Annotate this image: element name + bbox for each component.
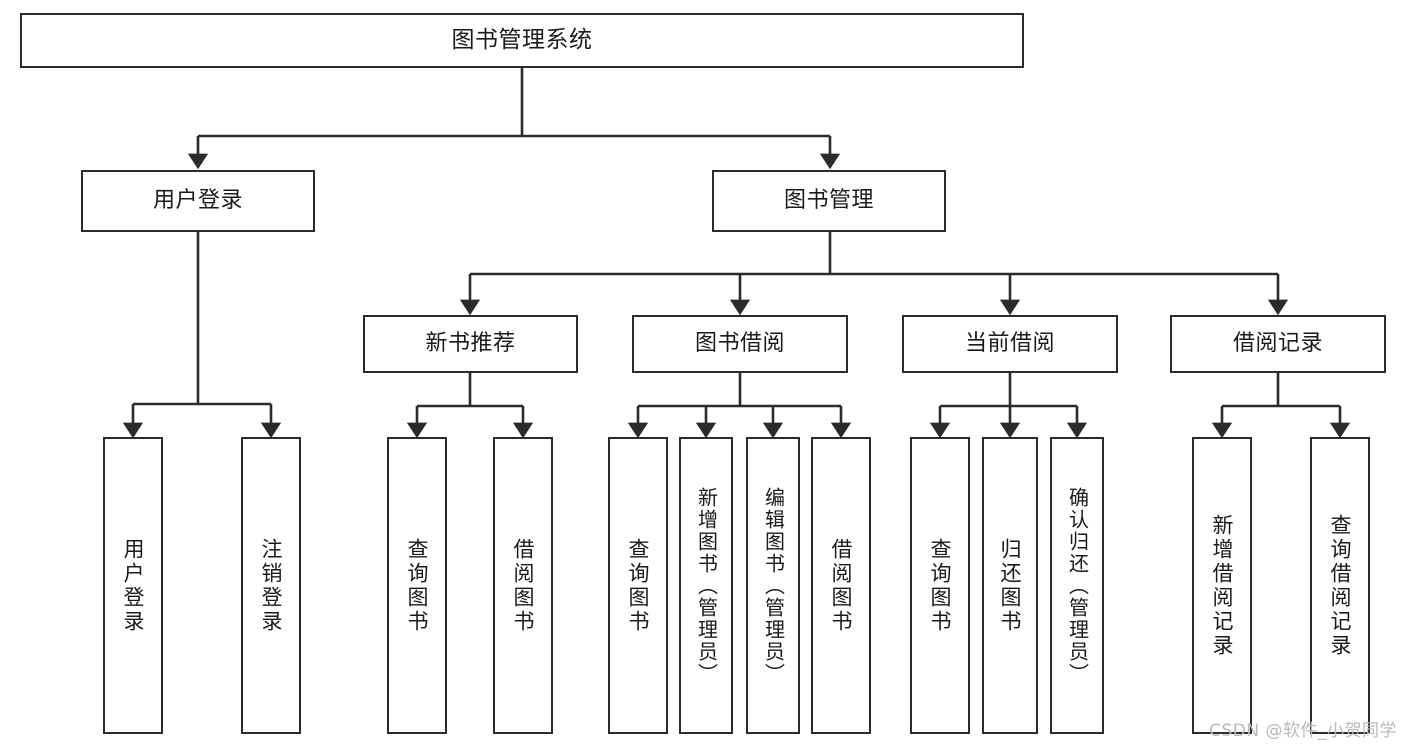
node-new-book-recommend[interactable]: 新书推荐 (363, 315, 578, 373)
node-leaf-query-book-3[interactable]: 查询图书 (910, 437, 970, 734)
csdn-watermark: CSDN @软件_小贺同学 (1209, 721, 1397, 741)
node-label: 当前借阅 (964, 331, 1055, 357)
node-leaf-user-login[interactable]: 用户登录 (103, 437, 163, 734)
node-leaf-edit-book[interactable]: 编辑图书（管理员） (746, 437, 800, 734)
node-leaf-borrow-book-2[interactable]: 借阅图书 (811, 437, 871, 734)
node-leaf-query-book-1[interactable]: 查询图书 (387, 437, 447, 734)
node-label: 借阅记录 (1232, 331, 1323, 357)
node-label: 新书推荐 (425, 331, 516, 357)
node-leaf-add-book[interactable]: 新增图书（管理员） (679, 437, 733, 734)
node-label: 图书管理 (783, 188, 874, 214)
node-leaf-logout-login[interactable]: 注销登录 (241, 437, 301, 734)
node-leaf-query-book-2[interactable]: 查询图书 (608, 437, 668, 734)
node-label: 编辑图书（管理员） (761, 486, 786, 685)
node-label: 用户登录 (121, 537, 146, 634)
node-label: 新增图书（管理员） (694, 486, 719, 685)
node-leaf-confirm-return[interactable]: 确认归还（管理员） (1050, 437, 1104, 734)
node-label: 查询图书 (928, 537, 953, 634)
node-user-login[interactable]: 用户登录 (81, 170, 315, 232)
node-label: 新增借阅记录 (1210, 513, 1235, 658)
node-current-borrow[interactable]: 当前借阅 (902, 315, 1118, 373)
node-root-system[interactable]: 图书管理系统 (20, 13, 1024, 68)
node-label: 用户登录 (152, 188, 243, 214)
node-label: 确认归还（管理员） (1065, 486, 1090, 685)
node-leaf-query-record[interactable]: 查询借阅记录 (1310, 437, 1370, 734)
node-label: 注销登录 (259, 537, 284, 634)
node-leaf-add-record[interactable]: 新增借阅记录 (1192, 437, 1252, 734)
node-leaf-borrow-book-1[interactable]: 借阅图书 (493, 437, 553, 734)
node-label: 查询图书 (626, 537, 651, 634)
node-label: 图书借阅 (694, 331, 785, 357)
node-leaf-return-book[interactable]: 归还图书 (982, 437, 1038, 734)
node-book-borrow[interactable]: 图书借阅 (632, 315, 848, 373)
node-book-manage[interactable]: 图书管理 (712, 170, 946, 232)
node-label: 查询图书 (405, 537, 430, 634)
node-label: 归还图书 (998, 537, 1023, 634)
node-label: 借阅图书 (829, 537, 854, 634)
node-label: 借阅图书 (511, 537, 536, 634)
node-label: 图书管理系统 (451, 26, 593, 53)
node-borrow-record[interactable]: 借阅记录 (1170, 315, 1386, 373)
node-label: 查询借阅记录 (1328, 513, 1353, 658)
